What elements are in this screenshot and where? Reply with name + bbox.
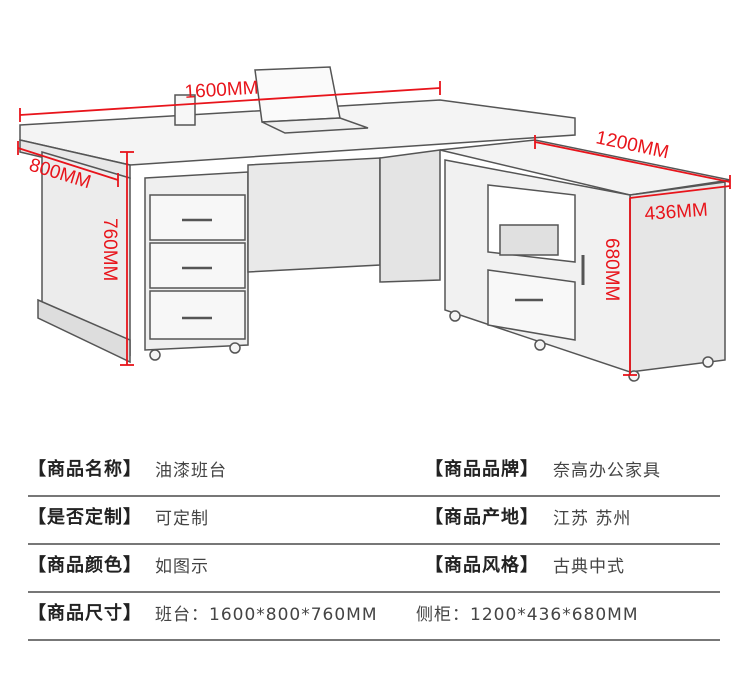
spec-row-size: 【商品尺寸】 班台：1600*800*760MM 侧柜：1200*436*680…: [28, 591, 720, 641]
spec-value: 如图示: [155, 557, 209, 577]
spec-value: 侧柜：1200*436*680MM: [416, 605, 639, 625]
desk-sketch: 1600MM 800MM 760MM 1200MM 436MM 680MM: [17, 66, 731, 382]
spec-label: 【商品产地】: [425, 507, 539, 528]
spec-label: 【商品尺寸】: [28, 603, 142, 624]
spec-value: 班台：1600*800*760MM: [155, 605, 378, 625]
spec-label: 【商品品牌】: [425, 459, 539, 480]
spec-label: 【商品颜色】: [28, 555, 142, 576]
desk-drawing: [19, 66, 731, 382]
spec-label: 【商品名称】: [28, 459, 142, 480]
spec-value: 古典中式: [553, 557, 625, 577]
dimension-desk-height: 760MM: [99, 218, 120, 281]
spec-value: 油漆班台: [155, 461, 227, 481]
dimension-cabinet-height: 680MM: [601, 238, 622, 301]
dimension-cabinet-depth: 436MM: [644, 200, 709, 225]
spec-value: 奈高办公家具: [553, 461, 661, 481]
spec-label: 【是否定制】: [28, 507, 142, 528]
spec-row-custom: 【是否定制】 可定制 【商品产地】 江苏 苏州: [28, 495, 720, 545]
spec-value: 江苏 苏州: [553, 509, 632, 529]
spec-label: 【商品风格】: [425, 555, 539, 576]
spec-value: 可定制: [155, 509, 209, 529]
dimension-lines: [17, 81, 731, 376]
spec-row-color: 【商品颜色】 如图示 【商品风格】 古典中式: [28, 543, 720, 593]
dimension-desk-width: 1600MM: [184, 78, 259, 103]
spec-row-name: 【商品名称】 油漆班台 【商品品牌】 奈高办公家具: [28, 447, 720, 497]
